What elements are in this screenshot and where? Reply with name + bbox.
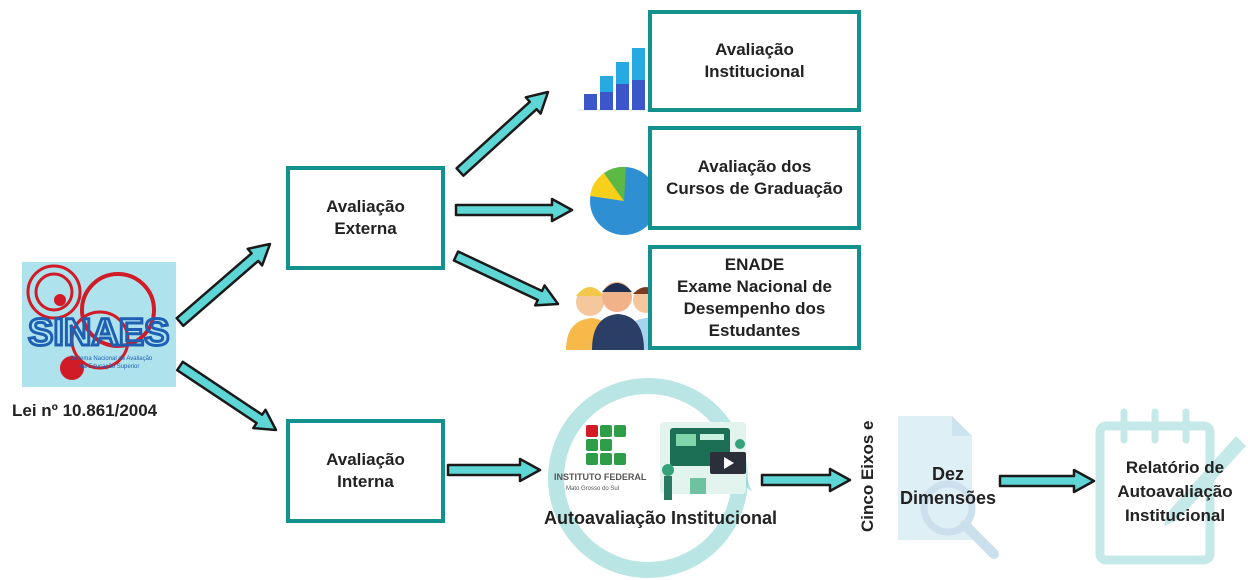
box-avaliacao-institucional: Avaliação Institucional [648, 10, 861, 112]
relatorio-label: Relatório de Autoavaliação Institucional [1102, 456, 1248, 528]
box-avaliacao-interna: Avaliação Interna [286, 419, 445, 523]
arrow-sinaes-to-interna [175, 360, 278, 432]
arrows [175, 90, 1096, 494]
box-enade-line1: ENADE [724, 254, 785, 274]
sinaes-logo: SINAES Sistema Nacional de Avaliação da … [22, 262, 176, 387]
box-institucional-line1: Avaliação [715, 40, 794, 59]
if-name-text: INSTITUTO FEDERAL [554, 472, 647, 482]
dez-dimensoes-label: Dez Dimensões [888, 462, 1008, 510]
arrow-sinaes-to-externa [175, 242, 272, 328]
box-externa-line1: Avaliação [326, 197, 405, 216]
relatorio-line3: Institucional [1124, 506, 1226, 525]
box-institucional-line2: Institucional [704, 62, 805, 81]
arrow-interna-to-autoavaliacao [446, 457, 542, 483]
arrow-eixos-to-relatorio [998, 468, 1096, 494]
sinaes-logo-wordmark: SINAES [28, 312, 169, 354]
box-enade: ENADE Exame Nacional de Desempenho dos E… [648, 245, 861, 350]
autoavaliacao-caption: Autoavaliação Institucional [544, 508, 778, 528]
box-cursos-line2: Cursos de Graduação [666, 179, 843, 198]
arrow-externa-to-enade [452, 250, 560, 307]
eixos-vertical-label: Cinco Eixos e [858, 420, 877, 532]
arrow-externa-to-cursos [454, 197, 574, 223]
tech-illustration-icon [660, 422, 746, 500]
box-cursos-line1: Avaliação dos [697, 157, 812, 176]
arrow-autoavaliacao-to-eixos [760, 467, 852, 493]
box-enade-line2: Exame Nacional de [677, 276, 832, 296]
box-interna-line1: Avaliação [326, 450, 405, 469]
clipboard-icon [1095, 408, 1246, 565]
arrow-externa-to-institucional [455, 90, 550, 177]
relatorio-line1: Relatório de [1125, 458, 1225, 477]
sinaes-subtitle-1: Sistema Nacional de Avaliação [70, 356, 153, 362]
if-logo: INSTITUTO FEDERAL Mato Grosso do Sul [554, 425, 647, 492]
document-search-icon [898, 416, 999, 559]
box-enade-line3: Desempenho dos [683, 298, 826, 318]
law-label: Lei nº 10.861/2004 [12, 401, 158, 420]
pie-chart-icon [590, 166, 658, 235]
sinaes-subtitle-2: da Educação Superior [80, 364, 139, 370]
box-avaliacao-cursos: Avaliação dos Cursos de Graduação [648, 126, 861, 230]
if-campus-text: Mato Grosso do Sul [566, 486, 619, 492]
relatorio-line2: Autoavaliação [1117, 482, 1233, 501]
box-avaliacao-externa: Avaliação Externa [286, 166, 445, 270]
box-enade-line4: Estudantes [708, 320, 801, 340]
box-interna-line2: Interna [337, 472, 394, 491]
dez-label: Dez [931, 464, 964, 484]
dimensoes-label: Dimensões [899, 488, 997, 508]
box-externa-line2: Externa [334, 219, 397, 238]
